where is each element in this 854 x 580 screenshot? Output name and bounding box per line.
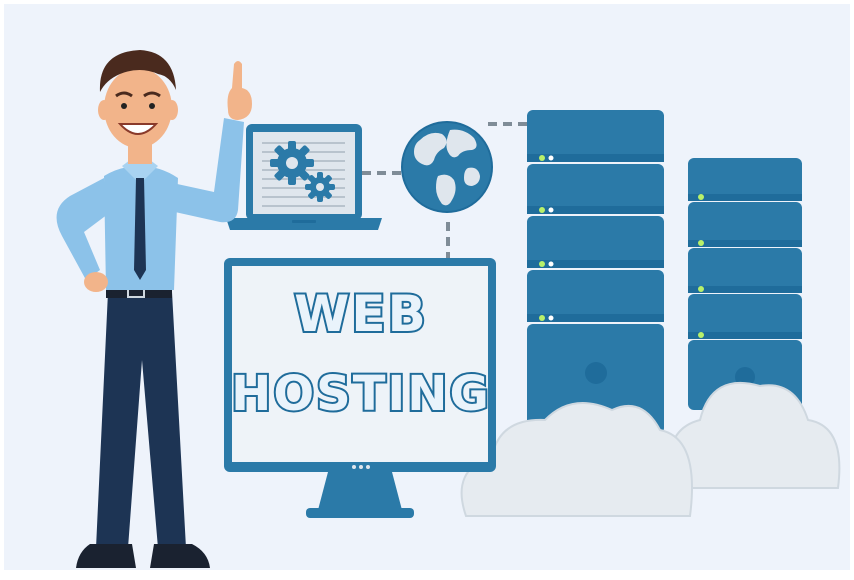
cloud-icon xyxy=(460,381,841,517)
monitor-icon xyxy=(224,258,496,518)
laptop-settings-icon xyxy=(226,124,382,230)
globe-icon xyxy=(401,121,493,213)
gear-icon-small xyxy=(305,172,335,202)
title-line-web: WEB xyxy=(292,283,428,345)
businessman-pointing-icon xyxy=(56,50,252,568)
network-connectors xyxy=(362,122,528,262)
server-rack-icon-secondary xyxy=(688,158,802,410)
title-line-hosting: HOSTING xyxy=(229,364,491,424)
gear-icon xyxy=(270,141,314,185)
server-rack-icon xyxy=(527,110,664,434)
